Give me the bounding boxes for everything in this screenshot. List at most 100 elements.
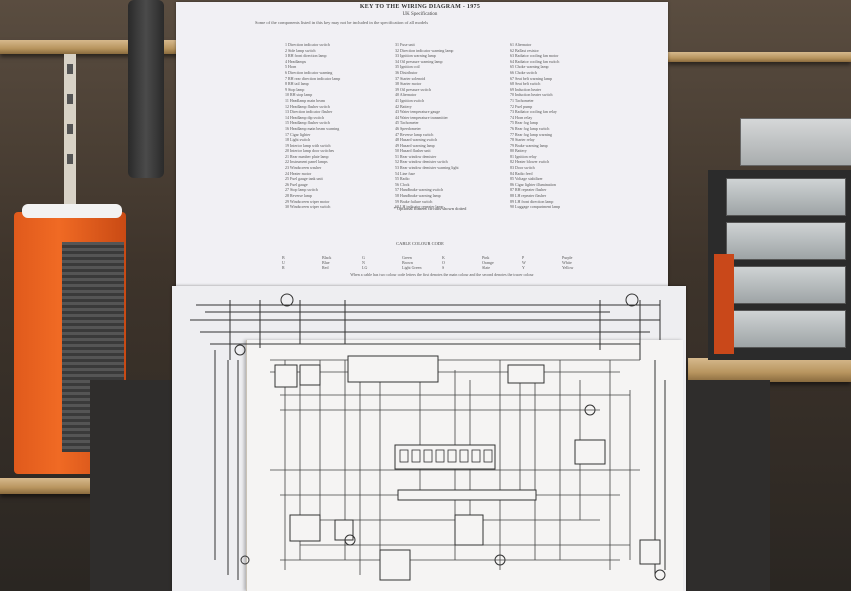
- black-tool-handle: [128, 0, 164, 178]
- key-item: 39 Oil pressure switch: [395, 86, 431, 92]
- key-item: 78 Starter relay: [510, 137, 535, 143]
- key-item: 68 Seat belt switch: [510, 81, 541, 87]
- key-item: 5 Horn: [285, 64, 297, 70]
- key-item: 57 Handbrake warning switch: [395, 187, 444, 193]
- key-item: 38 Starter motor: [395, 81, 422, 87]
- key-item: 41 Ignition switch: [395, 97, 425, 103]
- key-item: 73 Radiator cooling fan relay: [510, 109, 557, 115]
- colour-code-cell: K: [442, 255, 445, 260]
- drawer: [726, 266, 846, 304]
- key-item: 30 Windscreen wiper switch: [285, 204, 331, 210]
- colour-code-cell: Brown: [402, 260, 413, 265]
- colour-code-cell: O: [442, 260, 445, 265]
- key-item: 58 Handbrake warning lamp: [395, 193, 441, 199]
- key-item: 19 Interior lamp with switch: [285, 142, 331, 148]
- key-item: 90 Luggage compartment lamp: [510, 204, 561, 210]
- colour-code-note: When a cable has two colour code letters…: [350, 272, 534, 277]
- key-item: 60 LH indicator repeater lamp: [395, 204, 444, 210]
- key-item: 62 Ballast resistor: [510, 47, 539, 53]
- key-item: 44 Water temperature transmitter: [395, 114, 448, 120]
- drawer: [726, 222, 846, 260]
- key-item: 4 Headlamps: [285, 58, 306, 64]
- colour-code-cell: G: [362, 255, 365, 260]
- left-shelf-upright: [64, 54, 76, 214]
- colour-code-cell: Black: [322, 255, 332, 260]
- parts-cabinet-top: [740, 118, 851, 166]
- key-item: 16 Headlamp main beam warning: [285, 125, 340, 131]
- key-sheet: [176, 2, 668, 292]
- colour-code-title: CABLE COLOUR CODE: [396, 241, 444, 246]
- key-item: 66 Choke switch: [510, 69, 537, 75]
- key-item: 52 Rear window demister switch: [395, 159, 448, 165]
- upper-right-shelf: [668, 52, 851, 62]
- key-item: 28 Reverse lamp: [285, 193, 312, 199]
- key-item: 54 Line fuse: [395, 170, 415, 176]
- key-item: 25 Fuel gauge tank unit: [285, 176, 323, 182]
- key-item: 55 Radio: [395, 176, 410, 182]
- key-item: 18 Light switch: [285, 137, 311, 143]
- key-item: 88 LH repeater flasher: [510, 193, 547, 199]
- colour-code-cell: Orange: [482, 260, 494, 265]
- key-item: 36 Distributor: [395, 69, 418, 75]
- key-item: 15 Headlamp flasher switch: [285, 120, 330, 126]
- colour-code-cell: Green: [402, 255, 412, 260]
- key-item: 33 Ignition warning lamp: [395, 53, 436, 59]
- colour-code-cell: Pink: [482, 255, 490, 260]
- key-item: 31 Fuse unit: [395, 42, 415, 47]
- key-item: 83 Door switch: [510, 165, 535, 171]
- key-item: 45 Tachometer: [395, 120, 419, 126]
- key-item: 47 Reverse lamp switch: [395, 131, 434, 137]
- key-item: 21 Rear number plate lamp: [285, 153, 329, 159]
- key-item: 46 Speedometer: [395, 125, 421, 131]
- key-item: 49 Hazard warning lamp: [395, 142, 435, 148]
- key-item: 2 Side lamp switch: [285, 47, 316, 53]
- parts-drawers: [708, 170, 851, 360]
- colour-code-cell: Purple: [562, 255, 573, 260]
- key-item: 40 Alternator: [395, 92, 417, 98]
- key-item: 75 Rear fog lamp: [510, 120, 538, 126]
- colour-code-cell: U: [282, 260, 285, 265]
- key-item: 89 LH front direction lamp: [510, 198, 554, 204]
- key-item: 86 Cigar lighter illumination: [510, 181, 556, 187]
- key-item: 7 RH rear direction indicator lamp: [285, 75, 341, 81]
- key-item: 42 Battery: [395, 103, 412, 109]
- colour-code-cell: Slate: [482, 265, 490, 270]
- key-item: 23 Windscreen washer: [285, 165, 322, 171]
- key-item: 50 Hazard flasher unit: [395, 148, 431, 154]
- key-item: 84 Radio feed: [510, 170, 533, 176]
- colour-code-cell: Light Green: [402, 265, 422, 270]
- outer-wiring-lines: [190, 300, 666, 580]
- optional-fitment-note: * Optional fitment circuits shown dotted: [393, 206, 467, 211]
- component-boxes: [274, 355, 661, 581]
- key-item: 74 Horn relay: [510, 114, 533, 120]
- colour-code-cell: S: [442, 265, 445, 270]
- red-drawer-side: [714, 254, 734, 354]
- key-item: 67 Seat belt warning lamp: [510, 75, 552, 81]
- key-item: 53 Rear window demister warning light: [395, 165, 459, 171]
- key-item: 65 Choke warning lamp: [510, 64, 549, 70]
- key-item: 76 Rear fog lamp switch: [510, 125, 550, 131]
- colour-code-cell: White: [562, 260, 572, 265]
- key-item: 71 Tachometer: [510, 97, 534, 103]
- key-item: 51 Rear window demister: [395, 153, 437, 159]
- key-item: 70 Induction heater switch: [510, 92, 553, 98]
- key-item: 72 Fuel pump: [510, 103, 533, 109]
- key-item: 27 Stop lamp switch: [285, 187, 318, 193]
- colour-code-cell: Blue: [322, 260, 330, 265]
- colour-code-cell: W: [522, 260, 526, 265]
- key-item: 12 Headlamp flasher switch: [285, 103, 330, 109]
- key-item: 82 Heater blower switch: [510, 159, 550, 165]
- colour-code-cell: R: [282, 265, 285, 270]
- key-note: Some of the components listed in this ke…: [255, 20, 429, 25]
- key-item: 37 Starter solenoid: [395, 75, 426, 81]
- key-item: 26 Fuel gauge: [285, 181, 308, 187]
- key-item: 11 Headlamp main beam: [285, 97, 325, 103]
- key-item: 81 Ignition relay: [510, 153, 537, 159]
- colour-code-cell: LG: [362, 265, 368, 270]
